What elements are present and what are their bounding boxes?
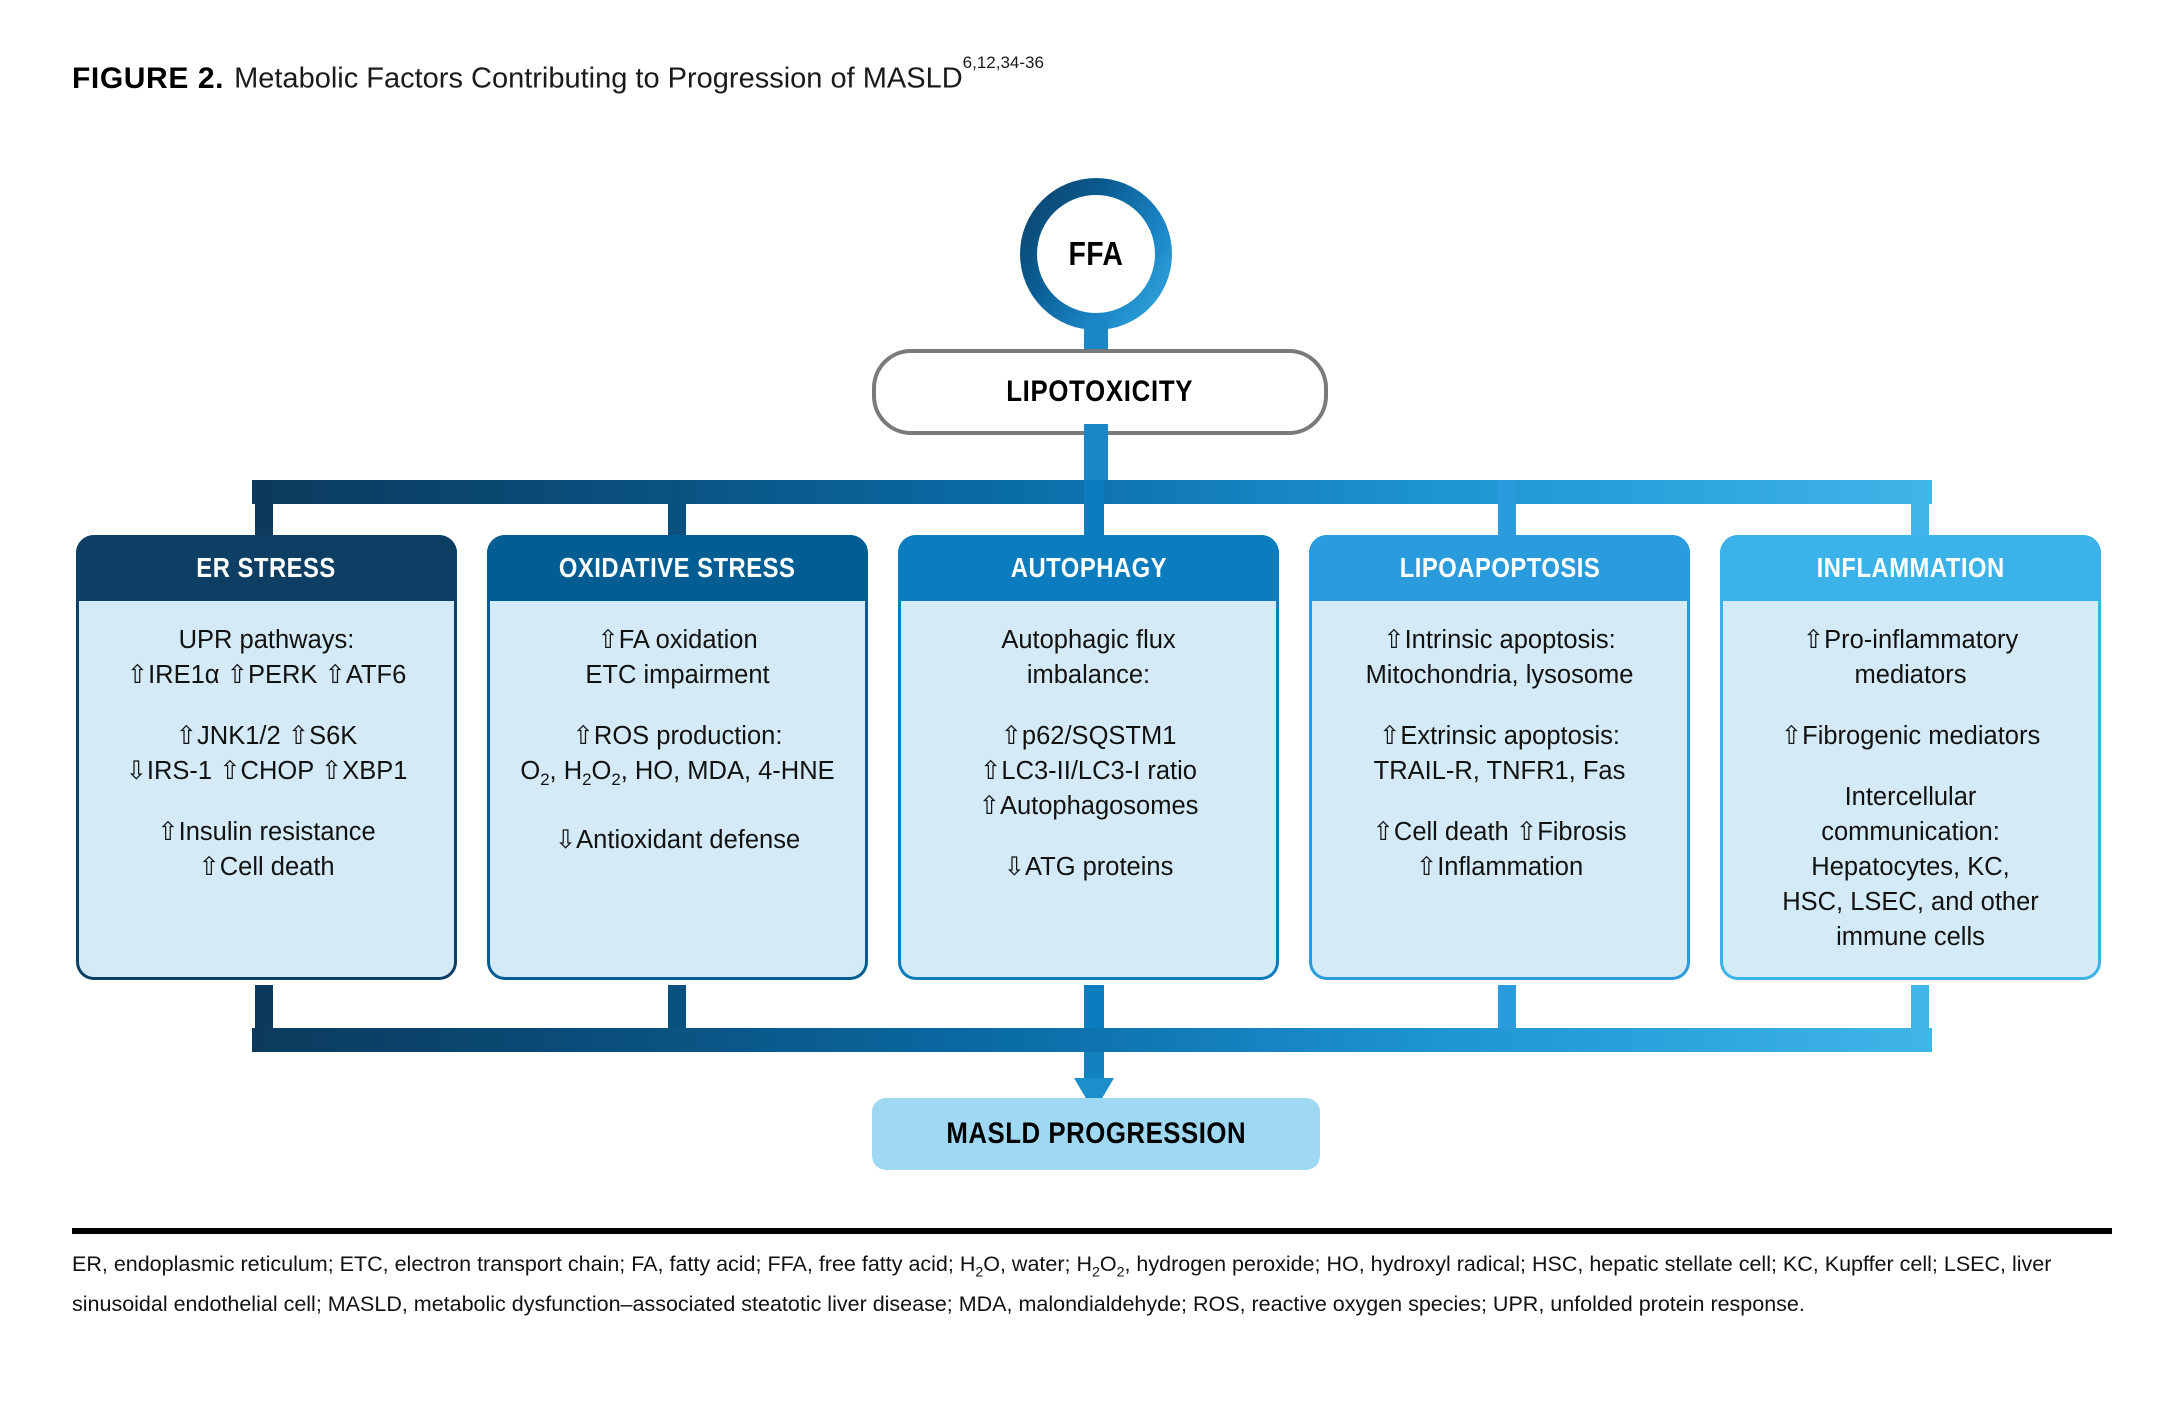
card-line: ⇩IRS-1 ⇧CHOP ⇧XBP1 [125, 757, 408, 785]
card-title-er-stress: ER STRESS [196, 552, 337, 583]
card-header-lipoapoptosis: LIPOAPOPTOSIS [1309, 535, 1690, 601]
card-group: ⇧p62/SQSTM1 ⇧LC3-II/LC3-I ratio ⇧Autopha… [979, 719, 1199, 824]
card-er-stress: ER STRESS UPR pathways: ⇧IRE1α ⇧PERK ⇧AT… [76, 535, 457, 980]
card-line: communication: [1821, 818, 2000, 846]
collector-bar [252, 1028, 1932, 1052]
card-line: TRAIL-R, TNFR1, Fas [1373, 757, 1626, 785]
card-header-er-stress: ER STRESS [76, 535, 457, 601]
card-line: mediators [1854, 661, 1967, 689]
card-group: ⇧Pro-inflammatory mediators [1803, 623, 2019, 693]
card-oxidative-stress: OXIDATIVE STRESS ⇧FA oxidation ETC impai… [487, 535, 868, 980]
card-body-inflammation: ⇧Pro-inflammatory mediators ⇧Fibrogenic … [1720, 601, 2101, 980]
card-line: HSC, LSEC, and other [1782, 888, 2039, 916]
card-line: ⇧Inflammation [1415, 853, 1584, 881]
distributor-bar [252, 480, 1932, 504]
card-line: ⇧Insulin resistance [157, 818, 376, 846]
card-line: ⇧FA oxidation [597, 626, 758, 654]
card-line: imbalance: [1026, 661, 1151, 689]
card-line: ETC impairment [585, 661, 770, 689]
card-body-er-stress: UPR pathways: ⇧IRE1α ⇧PERK ⇧ATF6 ⇧JNK1/2… [76, 601, 457, 980]
card-inflammation: INFLAMMATION ⇧Pro-inflammatory mediators… [1720, 535, 2101, 980]
card-header-autophagy: AUTOPHAGY [898, 535, 1279, 601]
card-autophagy: AUTOPHAGY Autophagic flux imbalance: ⇧p6… [898, 535, 1279, 980]
connector-collector-to-outcome [1084, 1052, 1104, 1090]
card-line-html: O2, H2O2, HO, MDA, 4-HNE [520, 757, 835, 790]
masld-progression-label: MASLD PROGRESSION [946, 1117, 1246, 1150]
card-line: ⇧Cell death ⇧Fibrosis [1372, 818, 1627, 846]
card-line: immune cells [1836, 923, 1985, 951]
card-line: ⇧LC3-II/LC3-I ratio [980, 757, 1197, 785]
card-title-autophagy: AUTOPHAGY [1010, 552, 1167, 583]
figure-label: FIGURE 2. [72, 62, 225, 95]
ffa-label: FFA [1068, 235, 1124, 272]
card-line: Mitochondria, lysosome [1365, 661, 1634, 689]
riser-1 [255, 985, 273, 1051]
page-title: Metabolic Factors Contributing to Progre… [234, 53, 1044, 96]
card-line: ⇧p62/SQSTM1 [1000, 722, 1177, 750]
card-group: ⇧Fibrogenic mediators [1781, 719, 2040, 754]
card-line: ⇧Autophagosomes [978, 792, 1199, 820]
card-header-oxidative-stress: OXIDATIVE STRESS [487, 535, 868, 601]
card-body-oxidative-stress: ⇧FA oxidation ETC impairment ⇧ROS produc… [487, 601, 868, 980]
card-line: ⇧JNK1/2 ⇧S6K [175, 722, 358, 750]
card-line: ⇧Extrinsic apoptosis: [1378, 722, 1621, 750]
card-line: ⇩ATG proteins [1003, 853, 1174, 881]
card-body-lipoapoptosis: ⇧Intrinsic apoptosis: Mitochondria, lyso… [1309, 601, 1690, 980]
card-group: ⇧Intrinsic apoptosis: Mitochondria, lyso… [1366, 623, 1634, 693]
footnote-abbreviations: ER, endoplasmic reticulum; ETC, electron… [72, 1252, 2052, 1317]
card-line: Autophagic flux [1001, 626, 1176, 654]
connector-lipotoxicity-to-distributor [1084, 424, 1108, 480]
card-line: ⇧IRE1α ⇧PERK ⇧ATF6 [126, 661, 407, 689]
card-group: ⇧FA oxidation ETC impairment [585, 623, 769, 693]
card-header-inflammation: INFLAMMATION [1720, 535, 2101, 601]
card-line: ⇧Fibrogenic mediators [1780, 722, 2041, 750]
card-group: ⇧Cell death ⇧Fibrosis ⇧Inflammation [1373, 815, 1627, 885]
figure-title-text: Metabolic Factors Contributing to Progre… [234, 63, 963, 95]
card-group: ⇧JNK1/2 ⇧S6K ⇩IRS-1 ⇧CHOP ⇧XBP1 [126, 719, 408, 789]
footnote-divider [72, 1228, 2112, 1234]
card-title-inflammation: INFLAMMATION [1816, 552, 2005, 583]
figure-title-superscript: 6,12,34-36 [962, 53, 1044, 73]
card-title-lipoapoptosis: LIPOAPOPTOSIS [1399, 552, 1600, 583]
card-group: ⇧Extrinsic apoptosis: TRAIL-R, TNFR1, Fa… [1374, 719, 1626, 789]
card-body-autophagy: Autophagic flux imbalance: ⇧p62/SQSTM1 ⇧… [898, 601, 1279, 980]
card-lipoapoptosis: LIPOAPOPTOSIS ⇧Intrinsic apoptosis: Mito… [1309, 535, 1690, 980]
card-group: ⇧ROS production: O2, H2O2, HO, MDA, 4-HN… [520, 719, 834, 797]
ffa-label-holder: FFA [1037, 195, 1155, 313]
riser-2 [668, 985, 686, 1051]
card-group: ⇩ATG proteins [1004, 850, 1174, 885]
card-line: Hepatocytes, KC, [1811, 853, 2010, 881]
card-line: ⇩Antioxidant defense [554, 826, 801, 855]
card-line: Intercellular [1844, 783, 1977, 811]
card-line: UPR pathways: [178, 626, 355, 654]
ffa-node: FFA [1020, 178, 1172, 330]
riser-4 [1498, 985, 1516, 1051]
card-title-oxidative-stress: OXIDATIVE STRESS [559, 552, 796, 583]
masld-progression-node: MASLD PROGRESSION [872, 1098, 1320, 1170]
figure-title-row: FIGURE 2. Metabolic Factors Contributing… [72, 53, 1044, 96]
lipotoxicity-label: LIPOTOXICITY [1006, 375, 1194, 408]
card-group: Intercellular communication: Hepatocytes… [1782, 780, 2039, 955]
card-line: ⇧Cell death [198, 853, 335, 881]
riser-5 [1911, 985, 1929, 1051]
card-line: ⇧ROS production: [572, 722, 783, 750]
card-group: ⇧Insulin resistance ⇧Cell death [157, 815, 375, 885]
card-group: Autophagic flux imbalance: [1001, 623, 1175, 693]
card-group: UPR pathways: ⇧IRE1α ⇧PERK ⇧ATF6 [127, 623, 407, 693]
card-group: ⇩Antioxidant defense [555, 823, 800, 858]
lipotoxicity-node: LIPOTOXICITY [872, 349, 1328, 435]
card-line: ⇧Intrinsic apoptosis: [1383, 626, 1616, 654]
riser-3 [1084, 985, 1104, 1051]
card-line: ⇧Pro-inflammatory [1802, 626, 2019, 654]
